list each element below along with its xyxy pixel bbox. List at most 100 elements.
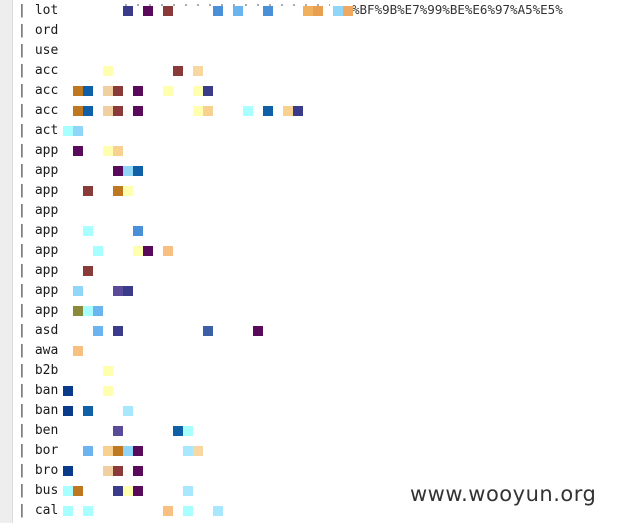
line-word: app: [34, 163, 59, 178]
text-line: | bor: [18, 441, 58, 461]
text-line: | app: [18, 261, 58, 281]
color-cell: [193, 446, 203, 456]
line-word: cal: [34, 503, 59, 518]
pipe-char: |: [18, 3, 26, 18]
line-word: app: [34, 303, 59, 318]
pipe-char: |: [18, 383, 26, 398]
color-cell: [183, 446, 193, 456]
pipe-char: |: [18, 23, 26, 38]
color-cell: [253, 326, 263, 336]
line-word: act: [34, 123, 59, 138]
color-cell: [303, 6, 313, 16]
color-cell: [193, 106, 203, 116]
text-line: |bus: [18, 481, 58, 501]
text-line: |b2b: [18, 361, 58, 381]
color-cell: [73, 306, 83, 316]
pipe-char: |: [18, 363, 26, 378]
text-line: |app: [18, 201, 58, 221]
pipe-char: |: [18, 183, 26, 198]
color-cell: [163, 246, 173, 256]
watermark: www.wooyun.org: [410, 482, 597, 506]
line-word: app: [34, 143, 59, 158]
color-cell: [83, 106, 93, 116]
pipe-char: |: [18, 443, 26, 458]
line-word: bus: [34, 483, 59, 498]
color-cell: [293, 106, 303, 116]
color-cell: [173, 66, 183, 76]
pipe-char: |: [18, 103, 26, 118]
text-line: |acc: [18, 81, 58, 101]
color-cell: [133, 106, 143, 116]
line-word: ben: [34, 423, 59, 438]
text-line: |ban: [18, 401, 58, 421]
text-line: | bro: [18, 461, 58, 481]
color-cell: [143, 6, 153, 16]
pipe-char: |: [18, 463, 26, 478]
color-cell: [103, 446, 113, 456]
text-line: | ord: [18, 21, 58, 41]
color-cell: [73, 486, 83, 496]
color-cell: [83, 226, 93, 236]
color-cell: [63, 466, 73, 476]
line-word: app: [34, 203, 59, 218]
text-line: | act: [18, 121, 58, 141]
color-cell: [163, 6, 173, 16]
line-word: use: [34, 43, 59, 58]
color-cell: [73, 126, 83, 136]
pipe-char: |: [18, 43, 26, 58]
color-cell: [103, 366, 113, 376]
color-cell: [123, 6, 133, 16]
color-cell: [263, 106, 273, 116]
color-cell: [263, 6, 273, 16]
color-cell: [113, 446, 123, 456]
color-cell: [83, 506, 93, 516]
pipe-char: |: [18, 123, 26, 138]
color-cell: [173, 426, 183, 436]
color-cell: [123, 186, 133, 196]
url-fragment: %BF%9B%E7%99%BE%E6%97%A5%E5%: [352, 2, 563, 17]
color-cell: [113, 426, 123, 436]
color-cell: [133, 446, 143, 456]
text-line: |app: [18, 141, 58, 161]
color-cell: [63, 506, 73, 516]
text-line: | lot: [18, 1, 58, 21]
color-cell: [133, 466, 143, 476]
color-cell: [113, 106, 123, 116]
pipe-char: |: [18, 503, 26, 518]
line-word: lot: [34, 3, 59, 18]
line-word: bro: [34, 463, 59, 478]
color-cell: [243, 106, 253, 116]
pipe-char: |: [18, 323, 26, 338]
text-line: |acc: [18, 61, 58, 81]
pipe-char: |: [18, 263, 26, 278]
color-cell: [73, 286, 83, 296]
color-cell: [103, 466, 113, 476]
text-line: |app: [18, 161, 58, 181]
color-cell: [123, 286, 133, 296]
text-line: |awa: [18, 341, 58, 361]
line-word: app: [34, 243, 59, 258]
line-word: acc: [34, 63, 59, 78]
color-cell: [113, 146, 123, 156]
text-line: |app: [18, 281, 58, 301]
color-cell: [93, 306, 103, 316]
line-word: awa: [34, 343, 59, 358]
color-cell: [73, 106, 83, 116]
color-cell: [203, 326, 213, 336]
color-cell: [283, 106, 293, 116]
pipe-char: |: [18, 283, 26, 298]
pipe-char: |: [18, 423, 26, 438]
line-word: ord: [34, 23, 59, 38]
color-cell: [133, 86, 143, 96]
line-word: app: [34, 263, 59, 278]
text-line: | app: [18, 221, 58, 241]
color-cell: [133, 166, 143, 176]
line-word: app: [34, 223, 59, 238]
color-cell: [123, 446, 133, 456]
line-word: bor: [34, 443, 59, 458]
text-line: |app: [18, 301, 58, 321]
text-line: |acc: [18, 101, 58, 121]
pipe-char: |: [18, 223, 26, 238]
line-word: app: [34, 183, 59, 198]
color-cell: [213, 506, 223, 516]
